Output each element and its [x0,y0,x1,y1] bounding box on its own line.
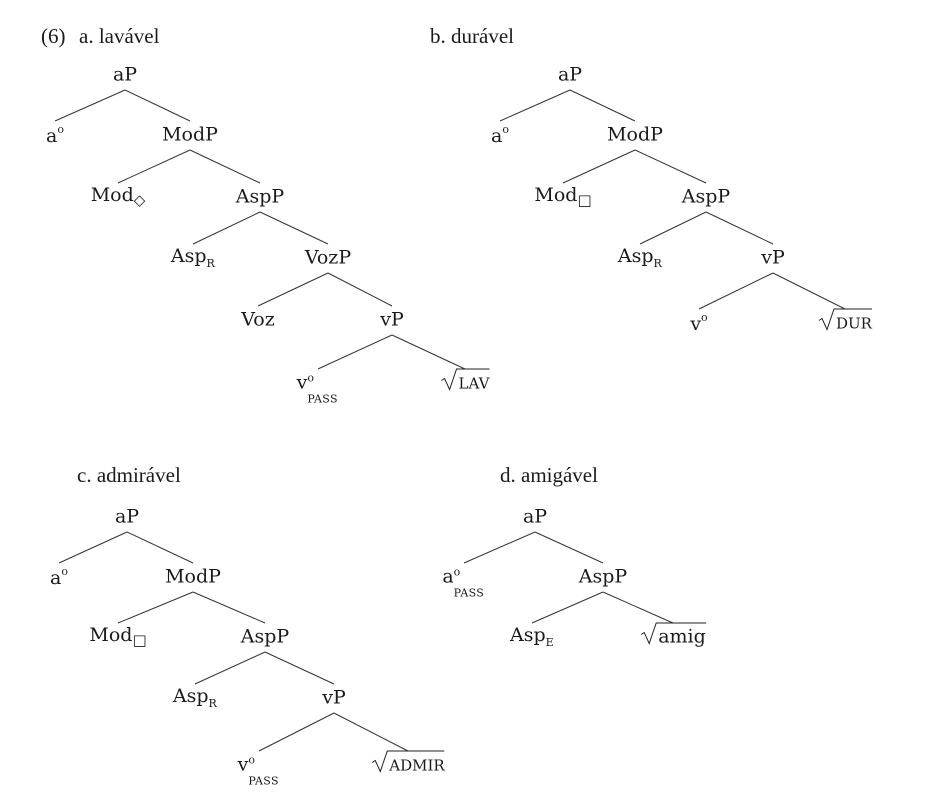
tree-d-edge-ap-aspp [534,531,604,564]
tree-c-edge-aspp-asp [194,651,266,685]
tree-a-edge-ap-modp [124,89,191,122]
tree-d-radical-sign [640,622,659,645]
tree-c-node-mod: Mod□ [89,624,147,649]
tree-a-radical-bar [457,368,490,370]
tree-a-node-a: ao [46,123,64,147]
tree-c-node-root: ADMIR [371,750,445,775]
tree-c-edge-ap-a [58,531,128,564]
tree-b-edge-ap-modp [569,89,636,122]
tree-b-radical-sign [818,308,837,331]
tree-a-node-mod: Mod◇ [90,184,146,209]
tree-c-node-a: ao [50,565,68,589]
tree-a-node-modp: ModP [162,123,218,146]
tree-a-node-ap: aP [112,63,138,86]
tree-a-title: a. lavável [79,24,160,48]
tree-c-node-modp: ModP [165,565,221,588]
tree-c-radical-bar [388,750,445,752]
tree-a-node-aspp: AspP [235,185,285,208]
tree-a-node-voz: Voz [241,308,275,331]
tree-c-edge-modp-mod [117,591,194,624]
tree-a-edge-ap-a [54,89,126,122]
tree-c-edge-ap-modp [126,531,194,564]
tree-a-node-vp: vP [380,308,404,331]
tree-c-node-vp: vP [322,686,346,709]
tree-b-edge-ap-a [499,89,571,122]
tree-a-node-root: LAV [441,368,490,393]
tree-c-edge-vp-v [258,712,335,752]
tree-b-node-modp: ModP [607,123,663,146]
tree-d-radical-bar [657,622,706,624]
tree-b-root-text: DUR [836,314,872,333]
tree-b-node-aspp: AspP [681,185,731,208]
tree-c-radical-sign [372,750,390,773]
tree-b-node-a: ao [491,123,509,147]
tree-a-edge-vozp-voz [257,272,329,307]
tree-a-edge-aspp-asp [192,211,261,245]
tree-b-edge-modp-mod [562,149,636,184]
example-number: (6) [41,24,66,48]
tree-d-edge-aspp-root [602,591,674,624]
tree-c-edge-aspp-vp [264,651,335,685]
tree-c-root-text: ADMIR [389,756,445,775]
tree-b-edge-vp-v [698,272,774,310]
tree-b-node-ap: aP [557,63,583,86]
tree-c-edge-modp-aspp [192,591,266,624]
tree-c-node-ap: aP [114,505,140,528]
tree-d-node-ap: aP [522,505,548,528]
tree-c-node-aspp: AspP [240,625,290,648]
tree-a-edge-vozp-vp [327,272,393,307]
tree-b-node-vp: vP [761,246,785,269]
tree-b-node-mod: Mod□ [534,184,592,209]
tree-c-node-asp: AspR [172,685,218,710]
tree-a-edge-vp-root [391,334,466,370]
tree-d-node-aspp: AspP [578,565,628,588]
tree-b-edge-modp-aspp [634,149,707,184]
tree-a-node-asp: AspR [170,245,216,270]
tree-d-edge-ap-a [463,531,536,564]
tree-b-edge-vp-root [772,272,846,310]
tree-c-edge-vp-root [333,712,409,752]
tree-c-title: c. admirável [77,463,181,487]
tree-a-edge-modp-mod [117,149,191,184]
tree-b-node-asp: AspR [617,245,663,270]
tree-b-edge-aspp-vp [705,211,774,245]
tree-d-title: d. amigável [500,463,598,487]
tree-a-edge-modp-aspp [189,149,261,184]
tree-d-node-asp: AspE [510,624,554,649]
tree-b-edge-aspp-asp [639,211,707,245]
tree-a-edge-vp-v [317,334,393,370]
tree-a-radical-sign [441,368,459,391]
tree-b-title: b. durável [430,24,514,48]
tree-b-node-v: vo [690,311,708,335]
tree-a-edge-aspp-vozp [259,211,329,245]
tree-d-root-text: amig [658,625,706,648]
tree-b-node-root: DUR [818,308,872,333]
tree-d-node-root: amig [640,622,706,648]
tree-a-root-text: LAV [458,374,490,393]
tree-b-radical-bar [835,308,872,310]
tree-a-node-vozp: VozP [304,246,352,269]
tree-d-edge-aspp-asp [531,591,604,624]
